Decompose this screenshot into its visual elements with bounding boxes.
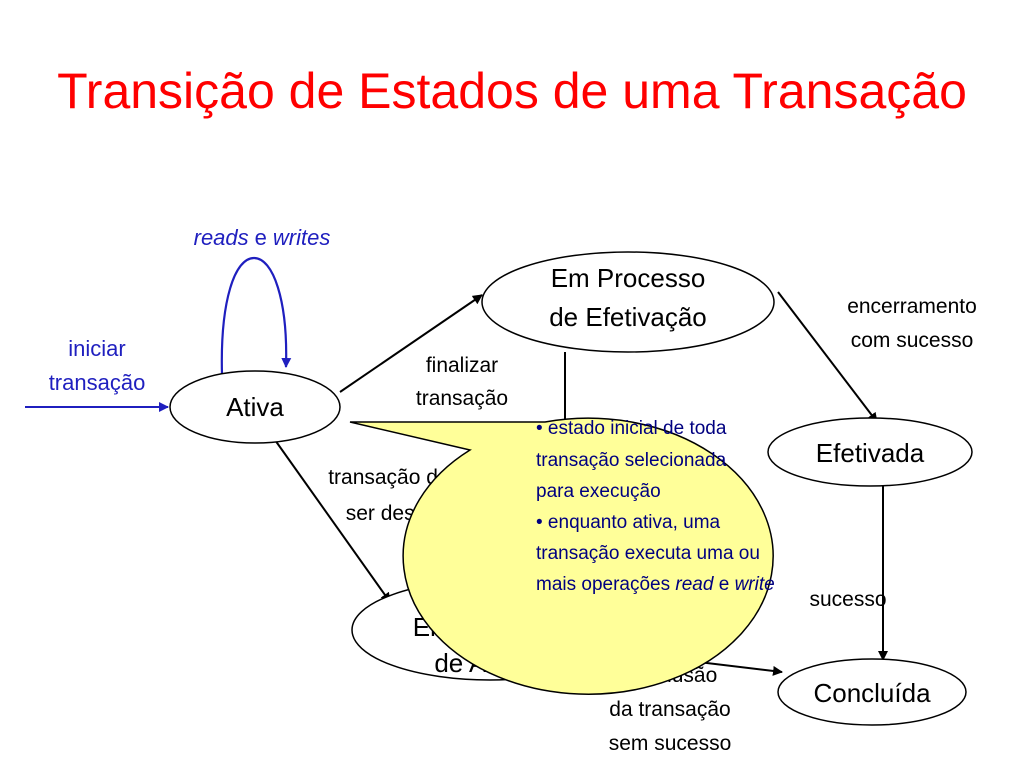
svg-text:• estado inicial de toda: • estado inicial de toda (536, 418, 727, 439)
state-ativa: Ativa (169, 370, 341, 444)
callout-bubble (349, 417, 774, 695)
svg-text:transação: transação (49, 370, 146, 395)
svg-text:da transação: da transação (609, 698, 730, 721)
svg-text:mais operações read e write: mais operações read e write (536, 574, 775, 595)
slide-title: Transição de Estados de uma Transação (57, 63, 967, 119)
svg-text:encerramento: encerramento (847, 295, 977, 318)
svg-text:Efetivada: Efetivada (816, 438, 925, 468)
label-finalizar: finalizar transação (416, 354, 508, 410)
svg-text:com sucesso: com sucesso (851, 329, 974, 352)
svg-text:transação: transação (416, 387, 508, 410)
edge-desfeita (274, 439, 391, 603)
svg-text:para execução: para execução (536, 481, 661, 502)
callout-ativa: • estado inicial de toda transação selec… (349, 417, 775, 695)
edge-encerramento (777, 291, 878, 423)
svg-text:• enquanto ativa, uma: • enquanto ativa, uma (536, 512, 721, 533)
label-iniciar: iniciar transação (49, 336, 146, 395)
svg-text:transação executa uma ou: transação executa uma ou (536, 543, 760, 564)
state-concluida: Concluída (777, 658, 967, 726)
label-encerramento: encerramento com sucesso (847, 295, 977, 352)
svg-text:Ativa: Ativa (226, 392, 284, 422)
svg-text:Em Processo: Em Processo (551, 263, 706, 293)
label-sucesso-partial: sucesso (809, 588, 886, 611)
edge-finalizar (339, 294, 483, 393)
svg-text:sem sucesso: sem sucesso (609, 732, 732, 755)
svg-text:transação selecionada: transação selecionada (536, 450, 727, 471)
state-efetivada: Efetivada (767, 417, 973, 487)
state-em-processo-efetivacao: Em Processo de Efetivação (481, 251, 775, 353)
edge-loop-reads-writes (220, 256, 292, 376)
svg-text:finalizar: finalizar (426, 354, 498, 377)
svg-text:Concluída: Concluída (813, 678, 931, 708)
svg-text:de Efetivação: de Efetivação (549, 302, 707, 332)
svg-text:iniciar: iniciar (68, 336, 125, 361)
